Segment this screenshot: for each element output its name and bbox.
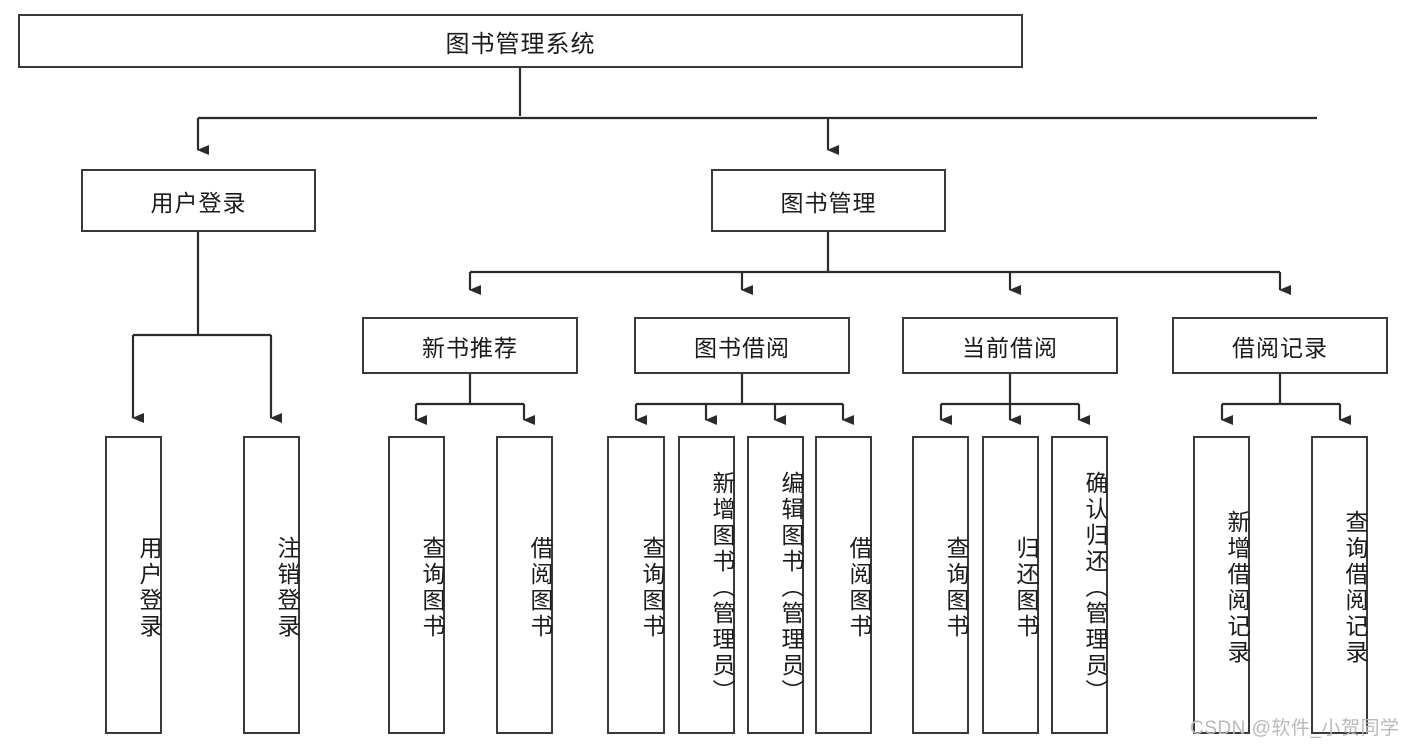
- leaf-borrow-book-recommend[interactable]: 借阅图书: [496, 436, 553, 734]
- node-label: 当前借阅: [962, 334, 1058, 361]
- node-label: 图书借阅: [694, 334, 790, 361]
- leaf-confirm-return-admin[interactable]: 确认归还（管理员）: [1051, 436, 1108, 734]
- node-borrow-record[interactable]: 借阅记录: [1172, 317, 1388, 374]
- node-label: 用户登录: [150, 189, 247, 216]
- node-label: 查询图书: [419, 536, 445, 640]
- node-label: 新书推荐: [422, 334, 518, 361]
- node-label: 归还图书: [1013, 536, 1039, 640]
- node-book-borrow[interactable]: 图书借阅: [634, 317, 850, 374]
- leaf-user-login[interactable]: 用户登录: [105, 436, 162, 734]
- node-root-system[interactable]: 图书管理系统: [18, 14, 1023, 68]
- leaf-add-book-admin[interactable]: 新增图书（管理员）: [678, 436, 735, 734]
- leaf-query-book-recommend[interactable]: 查询图书: [388, 436, 445, 734]
- leaf-borrow-book[interactable]: 借阅图书: [815, 436, 872, 734]
- node-label: 新增图书（管理员）: [709, 471, 735, 705]
- node-current-borrow[interactable]: 当前借阅: [902, 317, 1118, 374]
- leaf-logout[interactable]: 注销登录: [243, 436, 300, 734]
- leaf-return-book[interactable]: 归还图书: [982, 436, 1039, 734]
- node-label: 查询图书: [639, 536, 665, 640]
- node-label: 借阅图书: [527, 536, 553, 640]
- leaf-add-borrow-record[interactable]: 新增借阅记录: [1193, 436, 1250, 734]
- node-label: 图书管理: [780, 189, 877, 216]
- leaf-edit-book-admin[interactable]: 编辑图书（管理员）: [747, 436, 804, 734]
- node-user-login[interactable]: 用户登录: [81, 169, 316, 232]
- node-label: 编辑图书（管理员）: [778, 471, 804, 705]
- node-label: 新增借阅记录: [1224, 510, 1250, 666]
- node-label: 借阅记录: [1232, 334, 1328, 361]
- node-book-management[interactable]: 图书管理: [711, 169, 946, 232]
- node-label: 图书管理系统: [445, 30, 596, 58]
- node-label: 查询借阅记录: [1342, 510, 1368, 666]
- node-new-book-recommend[interactable]: 新书推荐: [362, 317, 578, 374]
- leaf-query-borrow-record[interactable]: 查询借阅记录: [1311, 436, 1368, 734]
- node-label: 确认归还（管理员）: [1082, 471, 1108, 705]
- leaf-query-book-borrow[interactable]: 查询图书: [607, 436, 665, 734]
- node-label: 用户登录: [136, 536, 162, 640]
- node-label: 借阅图书: [846, 536, 872, 640]
- node-label: 查询图书: [943, 536, 969, 640]
- node-label: 注销登录: [274, 536, 300, 640]
- csdn-watermark: CSDN @软件_小贺同学: [1190, 718, 1400, 739]
- leaf-query-book-current[interactable]: 查询图书: [912, 436, 969, 734]
